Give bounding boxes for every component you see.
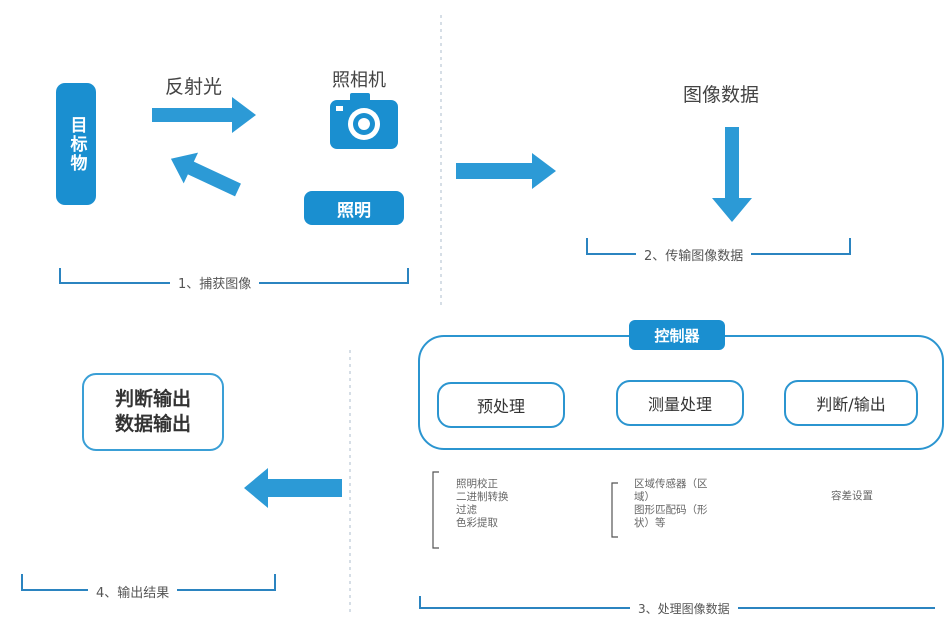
controller-label: 控制器	[654, 326, 700, 345]
measurement-box: 测量处理	[616, 380, 744, 426]
caption-section3: 3、处理图像数据	[630, 600, 738, 617]
tolerance-setting: 容差设置	[831, 490, 873, 502]
output-line-judge: 判断输出	[114, 388, 191, 410]
preprocess-item: 照明校正	[456, 478, 498, 490]
measurement-item-list: 区域传感器（区 域） 图形匹配码（形 状）等	[634, 478, 708, 530]
camera-label: 照相机	[332, 70, 386, 91]
preprocess-box: 预处理	[437, 382, 565, 428]
output-arrow	[244, 468, 342, 508]
measurement-label: 测量处理	[647, 395, 712, 414]
judge-output-label: 判断/输出	[816, 395, 886, 414]
reflected-light-label: 反射光	[165, 76, 223, 98]
illumination-arrow	[170, 152, 241, 197]
output-line-data: 数据输出	[114, 413, 191, 435]
brace-measure	[611, 482, 618, 538]
controller-badge: 控制器	[629, 320, 725, 350]
preprocess-item: 二进制转换	[456, 491, 509, 503]
preprocess-item-list: 照明校正 二进制转换 过滤 色彩提取	[456, 478, 509, 530]
image-data-down-arrow	[712, 127, 752, 222]
transfer-arrow	[456, 153, 556, 189]
reflected-light-arrow	[152, 97, 256, 133]
output-result-box: 判断输出 数据输出	[82, 373, 224, 451]
measurement-item: 区域传感器（区	[634, 478, 708, 490]
target-object-label: 目标物	[66, 115, 87, 173]
bracket-section3	[419, 596, 935, 609]
caption-section4: 4、输出结果	[88, 582, 178, 601]
target-object-box: 目标物	[56, 83, 96, 205]
image-data-label: 图像数据	[683, 84, 760, 106]
camera-icon	[330, 93, 398, 149]
judge-output-box: 判断/输出	[784, 380, 918, 426]
measurement-item: 状）等	[634, 517, 666, 529]
measurement-item: 域）	[634, 491, 655, 503]
caption-section1: 1、捕获图像	[170, 273, 260, 292]
brace-preprocess	[432, 471, 439, 549]
caption-section2: 2、传输图像数据	[636, 245, 752, 264]
preprocess-label: 预处理	[476, 397, 525, 416]
preprocess-item: 过滤	[456, 504, 477, 516]
lighting-label: 照明	[337, 200, 371, 221]
lighting-box: 照明	[304, 191, 404, 225]
measurement-item: 图形匹配码（形	[634, 504, 708, 516]
preprocess-item: 色彩提取	[456, 517, 498, 529]
